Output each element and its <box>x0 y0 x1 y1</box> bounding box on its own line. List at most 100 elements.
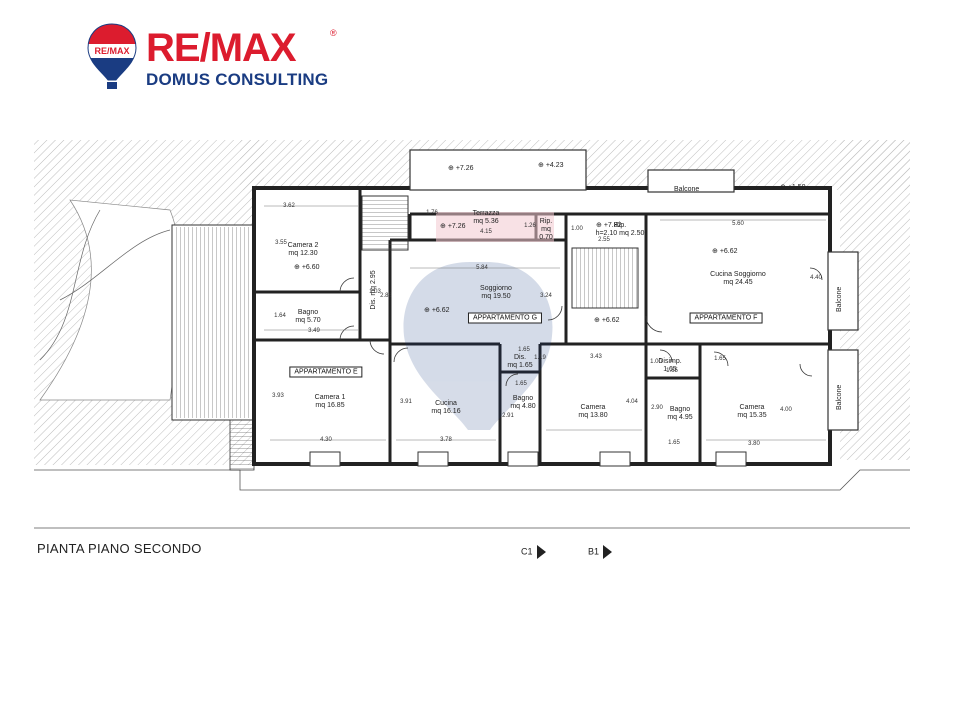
dimension-text: 3.80 <box>748 441 760 447</box>
room-terrazza-area: mq 5.36 <box>473 218 499 225</box>
room-rip-f-area: h=2.10 mq 2.50 <box>595 230 645 237</box>
watermark-text: RE/MAX <box>435 265 521 290</box>
balloon-text: RE/MAX <box>94 46 129 56</box>
balcony-right-1 <box>827 251 859 331</box>
section-b1-label: B1 <box>588 546 600 557</box>
balcony-label: Balcone <box>836 286 843 312</box>
curve-line-2 <box>59 229 171 301</box>
dimension-text: 1.65 <box>714 356 726 362</box>
street-curb <box>34 469 910 491</box>
dimension-text: 3.55 <box>275 240 287 246</box>
dimension-text: 1.00 <box>571 226 583 232</box>
dimension-text: 4.04 <box>626 399 638 405</box>
doors <box>339 267 823 387</box>
room-cucina-f-name: Cucina Soggiorno <box>710 271 766 278</box>
dimension-text: 4.15 <box>480 229 492 235</box>
registered-mark: ® <box>330 28 337 38</box>
level-marker: +1.50 <box>780 183 806 191</box>
room-camera-2-name: Camera 2 <box>287 242 319 249</box>
dimension-text: 3.78 <box>440 437 452 443</box>
room-disimp-f-name: Disimp. <box>658 358 682 365</box>
room-cucina-g-name: Cucina <box>435 400 457 407</box>
dimension-text: 5.84 <box>476 265 488 271</box>
remax-logo: RE/MAX RE/MAX ® DOMUS CONSULTING <box>86 22 346 94</box>
room-rip-g-unit: mq <box>541 226 551 233</box>
plan-title: PIANTA PIANO SECONDO <box>37 541 202 556</box>
stairwell-center <box>571 247 639 309</box>
level-marker: +7.26 <box>448 164 474 172</box>
section-c1-label: C1 <box>521 546 533 557</box>
room-camera-2-area: mq 12.30 <box>288 250 318 257</box>
balcony-top-f <box>647 169 735 193</box>
level-marker: +6.62 <box>712 247 738 255</box>
brand-slash: / <box>199 26 211 70</box>
dimension-text: 1.00 <box>650 359 662 365</box>
room-disimp-f-dim: 1.65 <box>663 366 677 373</box>
balcony-right-2 <box>827 349 859 431</box>
dimension-text: 4.00 <box>780 407 792 413</box>
dimension-text: 3.43 <box>590 354 602 360</box>
room-camera-1-area: mq 16.85 <box>315 402 345 409</box>
dimension-text: 1.65 <box>668 440 680 446</box>
dimension-text: 1.19 <box>534 355 546 361</box>
dimension-text: 1.76 <box>426 210 438 216</box>
room-bagno-g-area: mq 4.80 <box>510 403 536 410</box>
room-cucina-g-area: mq 16.16 <box>431 408 461 415</box>
room-dis-g: Dis.mq 1.65 <box>507 354 532 370</box>
apartment-g-label: APPARTAMENTO G <box>467 312 543 324</box>
room-camera-g-name: Camera <box>580 404 606 411</box>
dimension-text: 3.91 <box>400 399 412 405</box>
terrace-top <box>409 149 587 191</box>
level-marker: +6.62 <box>424 306 450 314</box>
apartment-e-label: APPARTAMENTO E <box>289 366 363 378</box>
room-bagno-e-name: Bagno <box>297 309 319 316</box>
room-disimp-f: Disimp. 1.65 <box>658 358 681 374</box>
room-rip-g-area: 0.70 <box>539 234 553 241</box>
room-bagno-f-name: Bagno <box>669 406 691 413</box>
room-cucina-f-area: mq 24.45 <box>723 279 753 286</box>
room-dis-g-area: mq 1.65 <box>507 362 533 369</box>
dimension-text: 4.40 <box>810 275 822 281</box>
dimension-text: 2.90 <box>651 405 663 411</box>
brand-max: MAX <box>209 26 297 70</box>
room-camera-f-area: mq 15.35 <box>737 412 767 419</box>
dimension-text: 5.60 <box>732 221 744 227</box>
room-bagno-e-area: mq 5.70 <box>295 317 321 324</box>
stairwell-left <box>361 195 409 251</box>
section-arrow-icon <box>603 545 613 559</box>
dimension-text: 1.65 <box>666 368 678 374</box>
watermark: RE/MAX <box>403 262 553 430</box>
left-ramp-steps <box>174 227 252 418</box>
brand-re: RE <box>146 26 201 70</box>
level-marker: +4.23 <box>538 161 564 169</box>
street-area <box>34 465 910 530</box>
dimension-text: 3.24 <box>540 293 552 299</box>
dimension-text: 1.26 <box>524 223 536 229</box>
dimension-text: 4.30 <box>320 437 332 443</box>
brand-name: RE/MAX <box>146 26 297 70</box>
room-terrazza-name: Terrazza <box>472 210 500 217</box>
room-camera-f-name: Camera <box>739 404 765 411</box>
watermark-balloon-icon <box>403 262 553 430</box>
dimension-text: 1.65 <box>515 381 527 387</box>
apartment-f-label: APPARTAMENTO F <box>689 312 763 324</box>
dimension-text: 1.64 <box>274 313 286 319</box>
level-marker: +7.82 <box>596 221 622 229</box>
left-ramp-stairs <box>229 420 255 471</box>
dimension-text: 1.03 <box>369 289 381 295</box>
window-bays <box>309 451 747 467</box>
room-camera-1-name: Camera 1 <box>314 394 346 401</box>
dimension-text: 3.93 <box>272 393 284 399</box>
balcony-label: Balcone <box>674 186 700 193</box>
